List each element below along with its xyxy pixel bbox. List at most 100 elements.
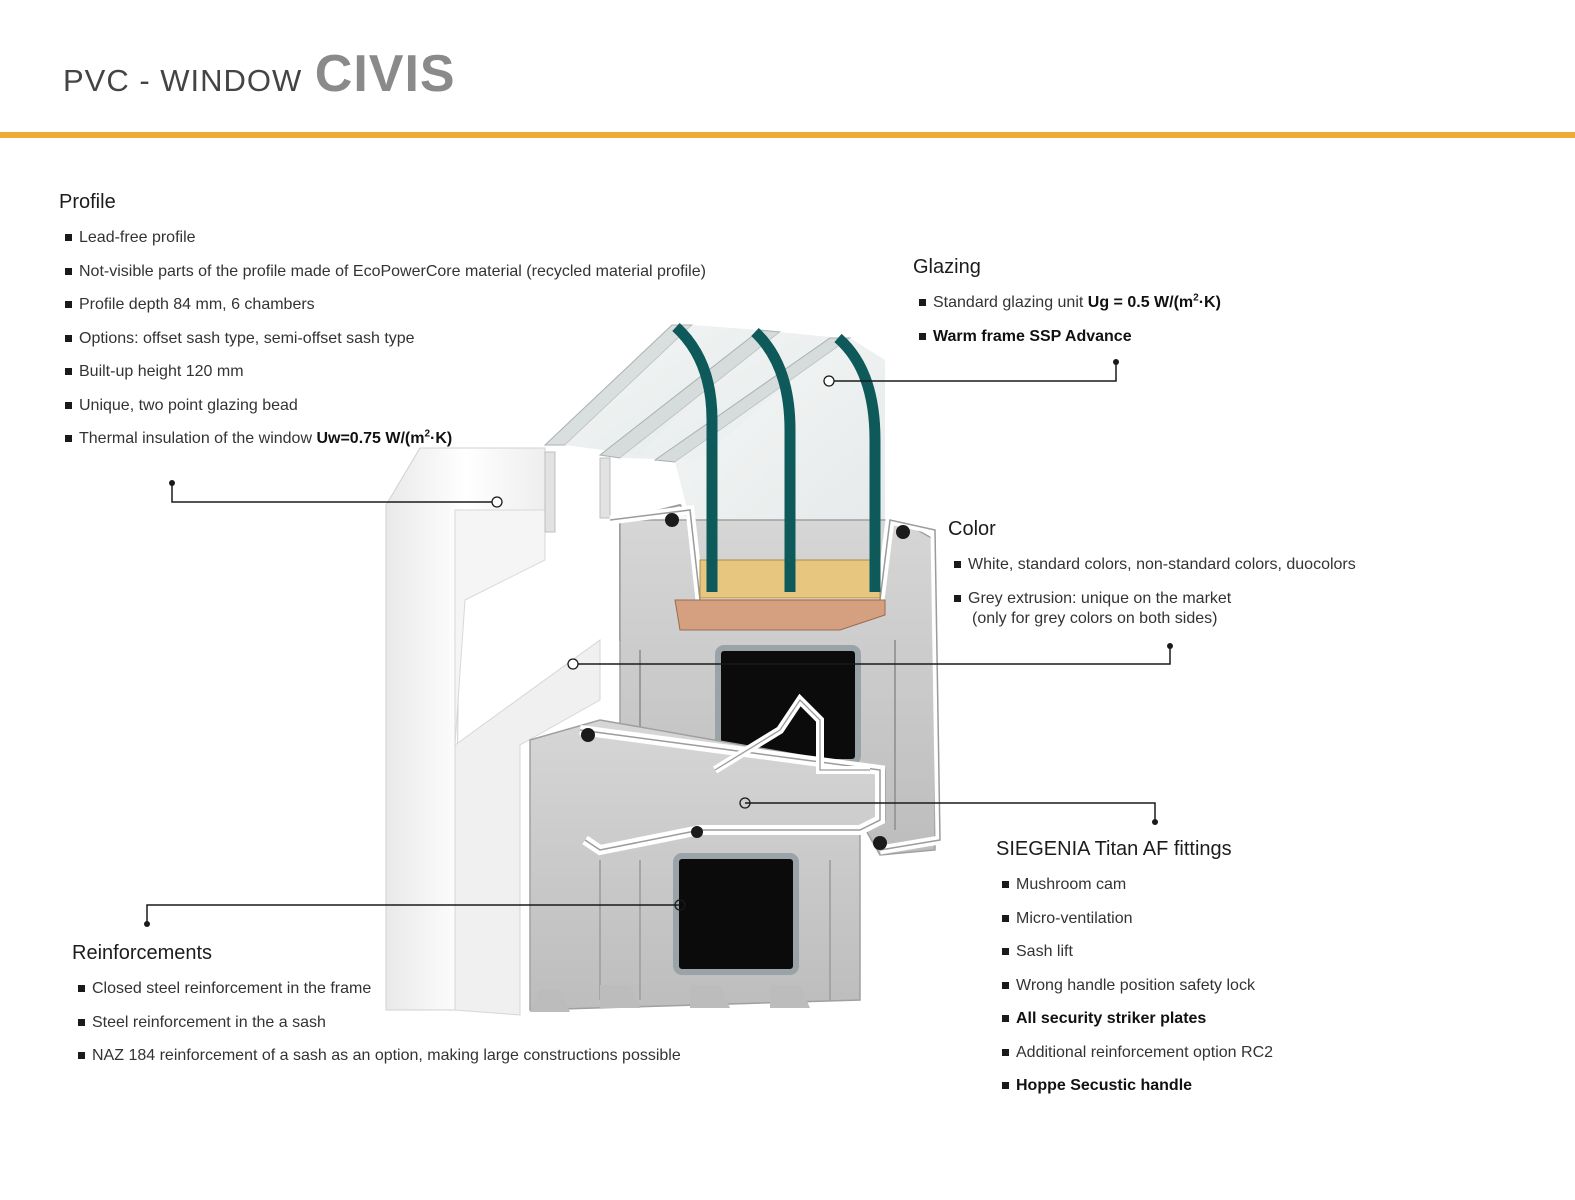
bullet-marker xyxy=(65,267,72,275)
bullet-marker xyxy=(919,332,926,340)
list-item: Warm frame SSP Advance xyxy=(913,327,1221,347)
list-item: Unique, two point glazing bead xyxy=(59,396,706,416)
list-item: All security striker plates xyxy=(996,1009,1273,1029)
title-model: CIVIS xyxy=(314,45,456,103)
color-leader xyxy=(573,646,1171,665)
list-item: Additional reinforcement option RC2 xyxy=(996,1043,1273,1063)
bullet-marker xyxy=(1002,1015,1009,1022)
bullet-marker xyxy=(65,334,72,342)
item-text: Built-up height 120 mm xyxy=(79,363,244,380)
item-value-unit: ·K) xyxy=(430,430,453,447)
item-text: Hoppe Secustic handle xyxy=(1016,1077,1193,1094)
bullet-marker xyxy=(1002,1082,1009,1089)
bullet-marker xyxy=(954,594,961,602)
bullet-marker xyxy=(65,401,72,409)
color-heading: Color xyxy=(948,518,996,540)
item-text: Not-visible parts of the profile made of… xyxy=(79,262,706,280)
bullet-marker xyxy=(78,985,85,992)
bullet-marker xyxy=(954,561,961,568)
color-list: White, standard colors, non-standard col… xyxy=(948,555,1356,629)
list-item: White, standard colors, non-standard col… xyxy=(948,555,1356,575)
bullet-marker xyxy=(78,1018,85,1026)
list-item: NAZ 184 reinforcement of a sash as an op… xyxy=(72,1046,681,1066)
reinforcements-section: Reinforcements Closed steel reinforcemen… xyxy=(72,942,681,1080)
item-text: Additional reinforcement option RC2 xyxy=(1016,1043,1274,1061)
bullet-marker xyxy=(919,299,926,306)
list-item: Lead-free profile xyxy=(59,228,706,248)
item-text: Options: offset sash type, semi-offset s… xyxy=(79,329,415,347)
bullet-marker xyxy=(78,1052,85,1059)
item-value: Ug = 0.5 W/(m xyxy=(1087,294,1194,311)
item-value-bold: Uw=0.75 W/(m2·K) xyxy=(316,428,453,447)
list-item: Not-visible parts of the profile made of… xyxy=(59,262,706,282)
item-text-second-line: (only for grey colors on both sides) xyxy=(972,609,1218,627)
bullet-marker xyxy=(1002,948,1009,955)
fittings-leader xyxy=(745,802,1156,822)
list-item: Built-up height 120 mm xyxy=(59,362,706,382)
leader-end-dots xyxy=(144,359,1173,927)
list-item: Options: offset sash type, semi-offset s… xyxy=(59,329,706,349)
list-item: Wrong handle position safety lock xyxy=(996,976,1273,996)
orange-divider xyxy=(0,132,1575,138)
list-item: Micro-ventilation xyxy=(996,909,1273,929)
item-text: Sash lift xyxy=(1016,943,1073,960)
item-text: Closed steel reinforcement in the frame xyxy=(92,980,372,997)
list-item: Standard glazing unit Ug = 0.5 W/(m2·K) xyxy=(913,293,1221,313)
item-value: Uw=0.75 W/(m xyxy=(316,430,425,447)
profile-heading: Profile xyxy=(59,191,116,213)
list-item: Closed steel reinforcement in the frame xyxy=(72,979,681,999)
list-item: Grey extrusion: unique on the market (onl… xyxy=(948,589,1356,629)
list-item: Mushroom cam xyxy=(996,875,1273,895)
item-text: Micro-ventilation xyxy=(1016,909,1133,927)
item-text: Steel reinforcement in the a sash xyxy=(92,1013,326,1031)
item-value-superscript: 2 xyxy=(424,428,431,440)
item-text: NAZ 184 reinforcement of a sash as an op… xyxy=(92,1047,681,1064)
bullet-marker xyxy=(1002,981,1009,989)
glazing-heading: Glazing xyxy=(913,256,981,278)
glazing-list: Standard glazing unit Ug = 0.5 W/(m2·K) W… xyxy=(913,293,1221,347)
profile-leader xyxy=(171,483,497,503)
glass-edges xyxy=(672,322,881,592)
fittings-heading: SIEGENIA Titan AF fittings xyxy=(996,838,1232,860)
item-text: Mushroom cam xyxy=(1016,876,1127,893)
item-value-unit: ·K) xyxy=(1198,294,1221,311)
page-header: PVC - WINDOW CIVIS xyxy=(63,44,456,104)
reinforcements-heading: Reinforcements xyxy=(72,942,213,964)
bullet-marker xyxy=(1002,881,1009,888)
frame-section xyxy=(529,513,910,1012)
bullet-marker xyxy=(65,435,72,442)
item-text: Wrong handle position safety lock xyxy=(1016,976,1255,994)
item-value-bold: Ug = 0.5 W/(m2·K) xyxy=(1087,292,1221,311)
item-text: All security striker plates xyxy=(1016,1010,1207,1027)
item-text: Profile depth 84 mm, 6 chambers xyxy=(79,296,315,313)
bullet-marker xyxy=(1002,1048,1009,1056)
item-text: White, standard colors, non-standard col… xyxy=(968,556,1356,573)
leader-lines xyxy=(146,362,1171,924)
item-text: Grey extrusion: unique on the market xyxy=(968,589,1232,607)
title-prefix: PVC - WINDOW xyxy=(63,63,303,98)
reinforcement-leader xyxy=(146,904,680,924)
glazing-section: Glazing Standard glazing unit Ug = 0.5 W… xyxy=(913,256,1221,360)
list-item: Steel reinforcement in the a sash xyxy=(72,1013,681,1033)
bullet-marker xyxy=(65,234,72,241)
item-text: Lead-free profile xyxy=(79,229,196,246)
item-value-superscript: 2 xyxy=(1193,292,1199,304)
list-item: Profile depth 84 mm, 6 chambers xyxy=(59,295,706,315)
list-item: Thermal insulation of the window Uw=0.75… xyxy=(59,429,706,449)
list-item: Hoppe Secustic handle xyxy=(996,1076,1273,1096)
item-text: Unique, two point glazing bead xyxy=(79,396,298,414)
list-item: Sash lift xyxy=(996,942,1273,962)
item-text: Thermal insulation of the window xyxy=(79,430,317,447)
bullet-marker xyxy=(65,368,72,375)
color-section: Color White, standard colors, non-standa… xyxy=(948,518,1356,642)
bullet-marker xyxy=(1002,914,1009,922)
glazing-leader xyxy=(829,362,1117,382)
item-text: Warm frame SSP Advance xyxy=(933,327,1132,345)
leader-target-rings xyxy=(491,375,835,911)
